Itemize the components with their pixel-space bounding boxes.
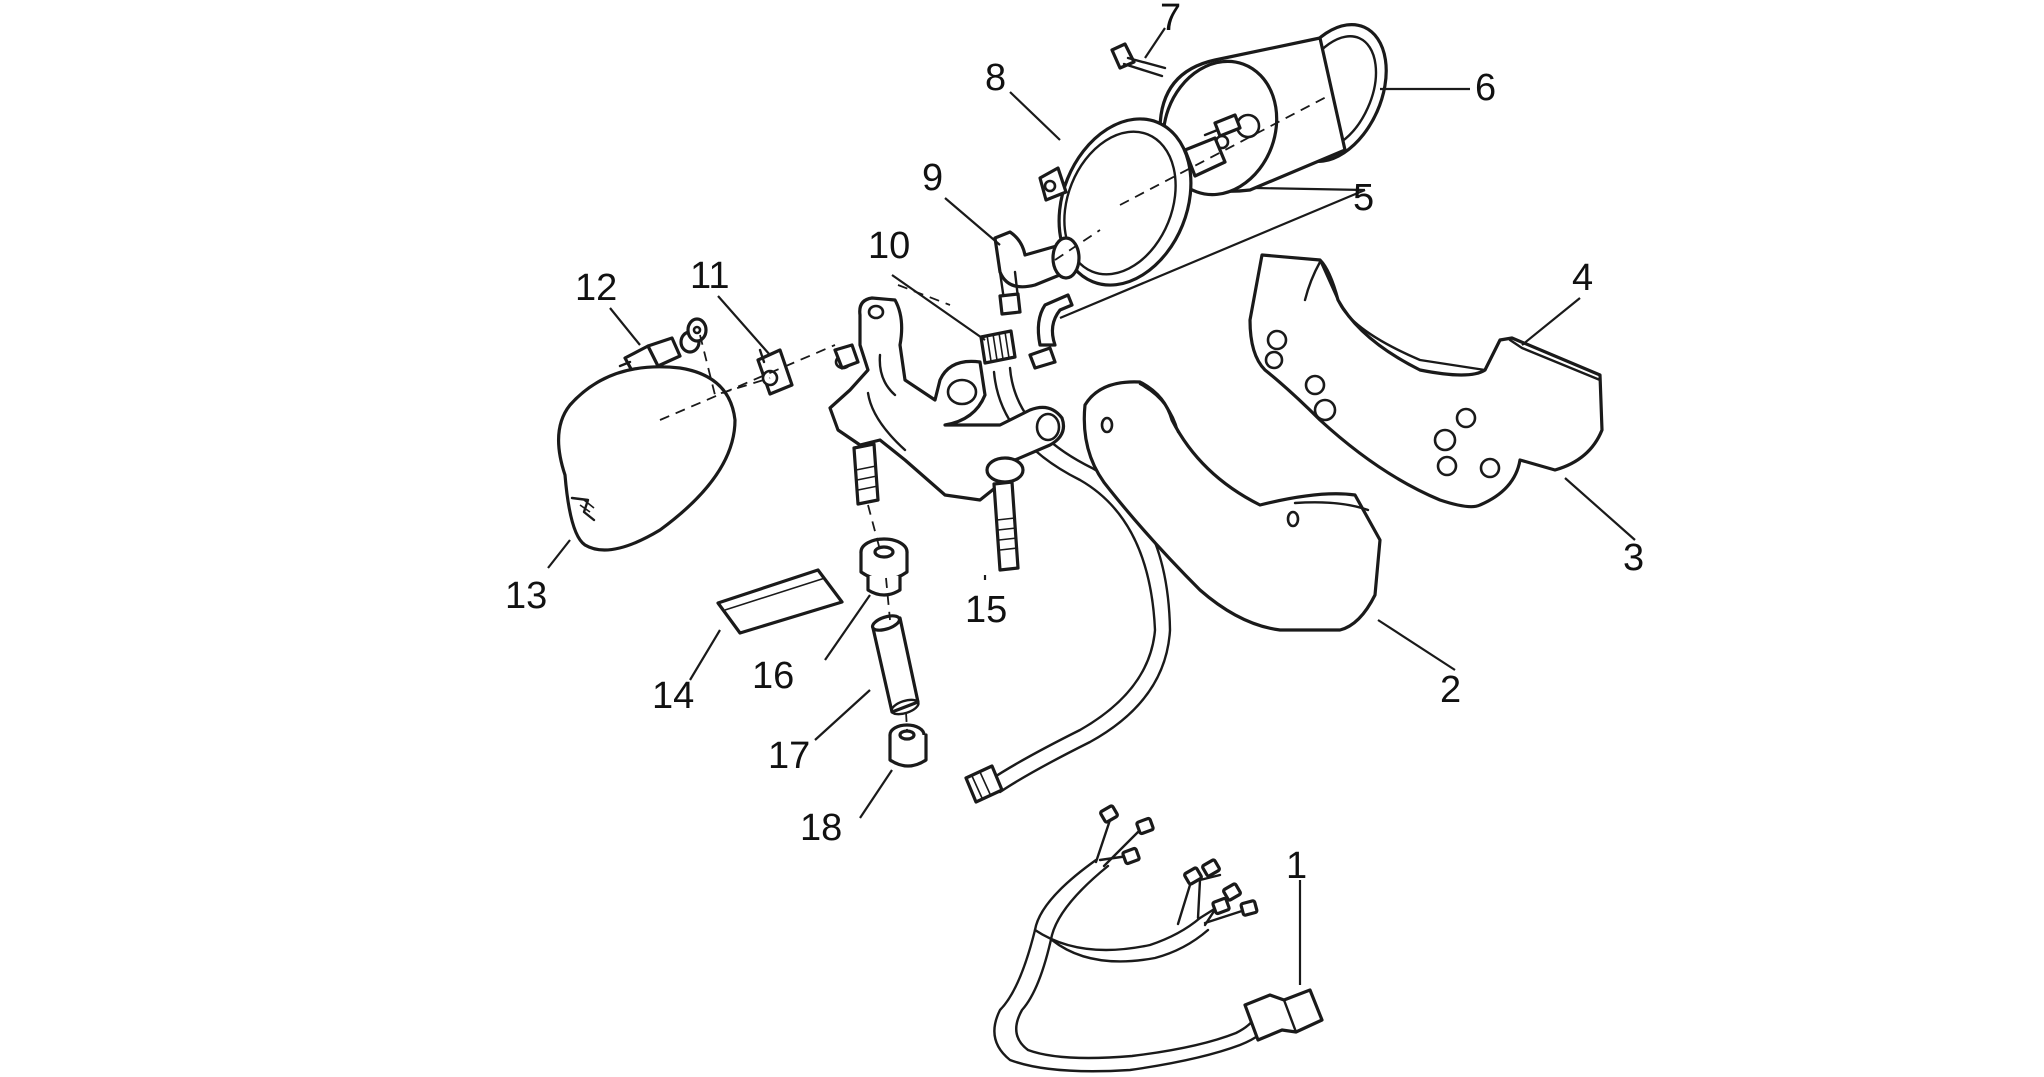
- callout-13: 13: [505, 575, 547, 617]
- callout-4: 4: [1572, 257, 1593, 299]
- callout-14: 14: [652, 675, 694, 717]
- part-17-spacer-tube: [870, 614, 920, 716]
- callout-11: 11: [690, 255, 729, 297]
- part-18-bushing: [888, 723, 928, 768]
- callout-leader-lines: [547, 27, 1636, 985]
- part-3-large-bracket: [1248, 253, 1604, 509]
- part-14-pad: [716, 568, 844, 635]
- callout-15: 15: [965, 589, 1007, 631]
- callout-17: 17: [768, 735, 810, 777]
- part-10-knurled-nut: [979, 329, 1017, 365]
- callout-10: 10: [868, 225, 910, 267]
- callout-8: 8: [985, 57, 1006, 99]
- part-2-cushion: [1082, 380, 1382, 632]
- part-11-bulb-holder: [686, 317, 794, 396]
- assembly-dashed-lines: [659, 94, 1331, 731]
- callout-12: 12: [575, 267, 617, 309]
- main-mounting-bracket: [828, 296, 1066, 572]
- callout-7: 7: [1160, 0, 1181, 39]
- callout-18: 18: [800, 807, 842, 849]
- part-13-lamp-housing: [556, 365, 737, 552]
- cable-clamp: [1028, 293, 1074, 370]
- callout-9: 9: [922, 157, 943, 199]
- callout-6: 6: [1475, 67, 1496, 109]
- part-1-wiring-harness: [993, 804, 1324, 1073]
- callout-1: 1: [1286, 845, 1307, 887]
- callout-16: 16: [752, 655, 794, 697]
- callout-2: 2: [1440, 669, 1461, 711]
- callout-5: 5: [1353, 177, 1374, 219]
- callout-labels: 1 2 3 4 5 6 7 8 9 10 11 12 13 14 15 16 1…: [505, 0, 1644, 887]
- part-16-grommet: [859, 537, 909, 597]
- callout-3: 3: [1623, 537, 1644, 579]
- part-5-instrument-body: [1158, 36, 1347, 197]
- part-7-screw: [1110, 42, 1167, 78]
